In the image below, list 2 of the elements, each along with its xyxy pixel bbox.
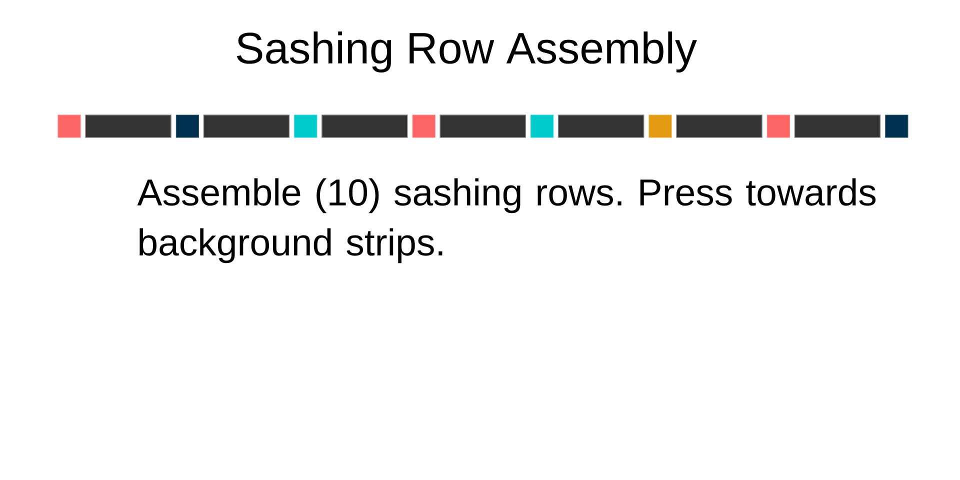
instruction-text: Assemble (10) sashing rows. Press towards background strips. (137, 178, 876, 264)
title: Sashing Row Assembly (236, 32, 697, 72)
